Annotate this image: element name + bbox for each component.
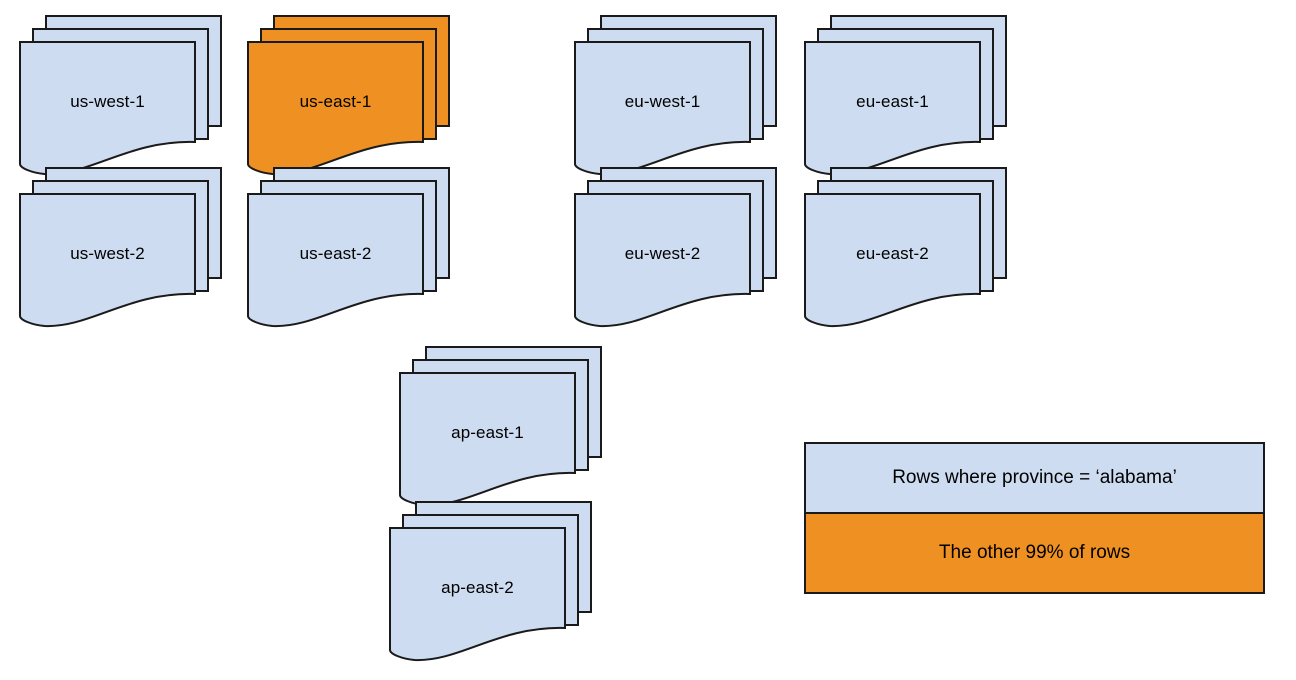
legend-entry-orange: The other 99% of rows <box>806 514 1263 592</box>
region-sheet-front <box>247 193 424 328</box>
legend-entry-blue: Rows where province = ‘alabama’ <box>806 444 1263 514</box>
region-sheet-front <box>389 527 566 662</box>
region-stack-us-west-2[interactable]: us-west-2 <box>19 167 245 328</box>
region-stack-eu-west-1[interactable]: eu-west-1 <box>574 15 800 176</box>
legend-entry-blue-label: Rows where province = ‘alabama’ <box>892 467 1177 488</box>
region-sheet-front <box>804 193 981 328</box>
region-sheet-front <box>19 41 196 176</box>
region-sheet-front <box>804 41 981 176</box>
region-sheet-front <box>399 372 576 507</box>
region-stack-eu-east-1[interactable]: eu-east-1 <box>804 15 1030 176</box>
legend-entry-orange-label: The other 99% of rows <box>938 542 1131 563</box>
region-sheet-front <box>19 193 196 328</box>
region-stack-ap-east-2[interactable]: ap-east-2 <box>389 501 615 662</box>
region-stack-eu-east-2[interactable]: eu-east-2 <box>804 167 1030 328</box>
region-stack-us-west-1[interactable]: us-west-1 <box>19 15 245 176</box>
region-sheet-front <box>247 41 424 176</box>
region-stack-ap-east-1[interactable]: ap-east-1 <box>399 346 625 507</box>
region-stack-us-east-1[interactable]: us-east-1 <box>247 15 473 176</box>
region-sheet-front <box>574 193 751 328</box>
legend: Rows where province = ‘alabama’ The othe… <box>804 442 1265 594</box>
region-stack-eu-west-2[interactable]: eu-west-2 <box>574 167 800 328</box>
region-stack-us-east-2[interactable]: us-east-2 <box>247 167 473 328</box>
region-sheet-front <box>574 41 751 176</box>
